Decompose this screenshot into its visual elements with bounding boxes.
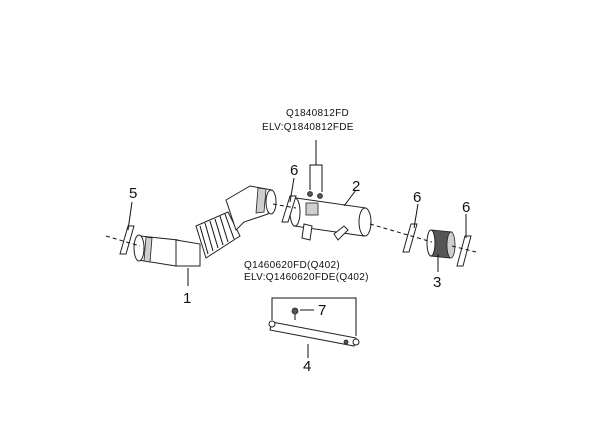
leader-2 [343, 189, 357, 207]
hose-left-opening [133, 234, 145, 262]
code-top-line-1: Q1840812FD [286, 108, 349, 119]
leader-5 [127, 201, 133, 231]
pipe-side-nipple [333, 225, 349, 241]
clamp-part-6-middle [402, 223, 418, 253]
hose-left-band [143, 236, 153, 263]
code-mid-line-1: Q1460620FD(Q402) [244, 260, 340, 271]
intake-pipe-part-2 [289, 191, 372, 241]
alignment-lines [105, 203, 477, 253]
leader-6-middle [413, 203, 419, 229]
clamp-part-5 [119, 225, 135, 255]
callout-6-right: 6 [462, 199, 470, 216]
bracket-end-left [268, 320, 276, 328]
bracket-tab [343, 339, 349, 345]
coupler-right-face [446, 231, 456, 259]
callout-2: 2 [352, 178, 360, 195]
callout-7: 7 [318, 302, 326, 319]
bracket-end-right [352, 338, 360, 346]
callout-6-middle: 6 [413, 189, 421, 206]
hose-right-opening [265, 189, 277, 215]
pipe-bolt-right [317, 193, 323, 199]
rubber-coupler-part-3 [426, 229, 456, 259]
clamp-part-6-left [281, 195, 297, 223]
leader-6-left [289, 177, 295, 203]
callout-5: 5 [129, 185, 137, 202]
hose-ribs [199, 213, 235, 255]
callout-6-left: 6 [290, 162, 298, 179]
code-top-line-2: ELV:Q1840812FDE [262, 122, 354, 133]
pipe-lower-port [301, 223, 313, 241]
pipe-right-opening [358, 207, 372, 237]
hose-left-clamp [175, 239, 201, 267]
intake-hose-part-1 [133, 185, 277, 267]
bracket-mid-code [271, 297, 357, 336]
bolt-part-7 [291, 307, 299, 320]
hose-right-band [255, 187, 267, 214]
bracket-bar [269, 321, 357, 347]
clamp-part-6-right [456, 235, 472, 267]
pipe-bolt-left [307, 191, 313, 197]
coupler-left-face [426, 229, 436, 257]
callout-1: 1 [183, 290, 191, 307]
leader-lines [127, 140, 467, 358]
bolt-head [291, 307, 299, 315]
callout-4: 4 [303, 358, 311, 375]
pipe-mount-bracket [305, 202, 319, 216]
code-mid-line-2: ELV:Q1460620FDE(Q402) [244, 272, 369, 283]
hose-bellows [195, 211, 241, 259]
clamps [119, 195, 472, 267]
bracket-part-4 [268, 320, 360, 347]
bracket-top-code [309, 164, 323, 192]
callout-3: 3 [433, 274, 441, 291]
